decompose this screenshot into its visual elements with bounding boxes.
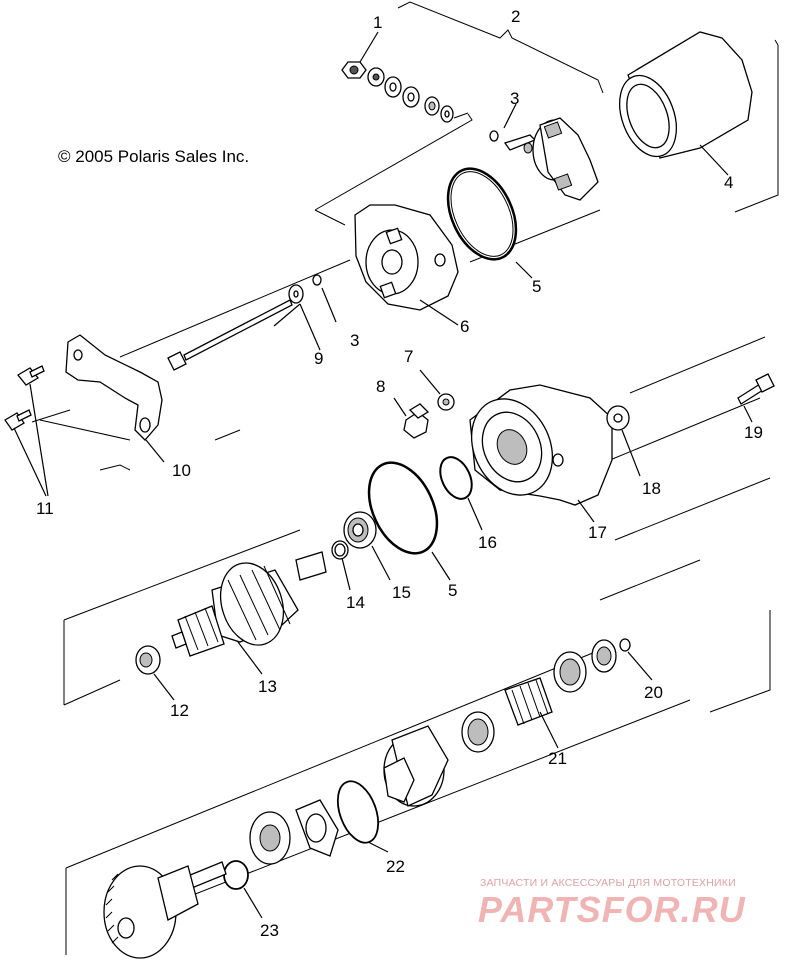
spring-assembly bbox=[461, 651, 587, 753]
through-bolt bbox=[167, 284, 304, 371]
screw-and-washer bbox=[403, 393, 455, 439]
watermark: ЗАПЧАСТИ И АКСЕССУАРЫ ДЛЯ МОТОТЕХНИКИ PA… bbox=[478, 877, 746, 930]
callout-15: 15 bbox=[392, 583, 411, 602]
callout-6: 6 bbox=[460, 317, 469, 336]
brush-holder bbox=[489, 117, 599, 201]
callout-7: 7 bbox=[404, 347, 413, 366]
callout-9: 9 bbox=[314, 349, 323, 368]
callout-12: 12 bbox=[170, 701, 189, 720]
front-housing bbox=[469, 384, 613, 506]
callout-16: 16 bbox=[478, 533, 497, 552]
callout-20: 20 bbox=[644, 683, 663, 702]
callout-8: 8 bbox=[376, 377, 385, 396]
callout-1: 1 bbox=[373, 13, 382, 32]
o-ring-small-lower bbox=[312, 274, 322, 286]
callout-13: 13 bbox=[258, 677, 277, 696]
bearing-12 bbox=[135, 645, 161, 675]
bolt-19 bbox=[737, 373, 775, 405]
callout-11: 11 bbox=[36, 499, 54, 518]
mounting-bracket bbox=[65, 334, 163, 441]
callout-5-upper: 5 bbox=[532, 277, 541, 296]
callout-5-lower: 5 bbox=[448, 581, 457, 600]
bracket-item-2 bbox=[397, 1, 604, 94]
callout-19: 19 bbox=[744, 423, 763, 442]
o-ring-16 bbox=[439, 456, 473, 500]
callout-17: 17 bbox=[588, 523, 607, 542]
circlip-14 bbox=[331, 540, 349, 560]
callout-10: 10 bbox=[172, 461, 191, 480]
yoke-housing bbox=[619, 31, 753, 159]
washer-18 bbox=[606, 405, 630, 431]
end-cover bbox=[354, 204, 459, 311]
callout-3-lower: 3 bbox=[350, 331, 359, 350]
bearing-15 bbox=[343, 511, 377, 549]
watermark-site: PARTSFOR.RU bbox=[478, 889, 746, 930]
callout-4: 4 bbox=[724, 173, 733, 192]
clutch-plates bbox=[249, 799, 339, 865]
reduction-gear-shaft bbox=[103, 861, 227, 959]
copyright-text: © 2005 Polaris Sales Inc. bbox=[58, 147, 249, 166]
watermark-tagline: ЗАПЧАСТИ И АКСЕССУАРЫ ДЛЯ МОТОТЕХНИКИ bbox=[480, 877, 736, 889]
pinion-clutch bbox=[383, 725, 449, 807]
callout-3-upper: 3 bbox=[510, 89, 519, 108]
callout-2: 2 bbox=[511, 7, 520, 26]
circlip-23 bbox=[223, 860, 249, 890]
callout-14: 14 bbox=[346, 593, 365, 612]
leader-lines bbox=[13, 31, 753, 919]
o-ring-lower bbox=[367, 461, 439, 555]
o-ring-upper bbox=[446, 167, 518, 261]
callout-21: 21 bbox=[548, 749, 567, 768]
callout-18: 18 bbox=[642, 479, 661, 498]
callout-23: 23 bbox=[260, 921, 279, 940]
bracket-bolts bbox=[4, 365, 45, 431]
callout-22: 22 bbox=[386, 857, 405, 876]
collar-20 bbox=[591, 638, 631, 673]
callout-numbers: 1 2 3 4 5 6 3 9 7 8 19 10 18 11 17 16 5 … bbox=[36, 7, 763, 940]
axis-lines bbox=[31, 39, 779, 955]
armature bbox=[171, 551, 327, 657]
nut-washer-stack bbox=[341, 61, 469, 123]
